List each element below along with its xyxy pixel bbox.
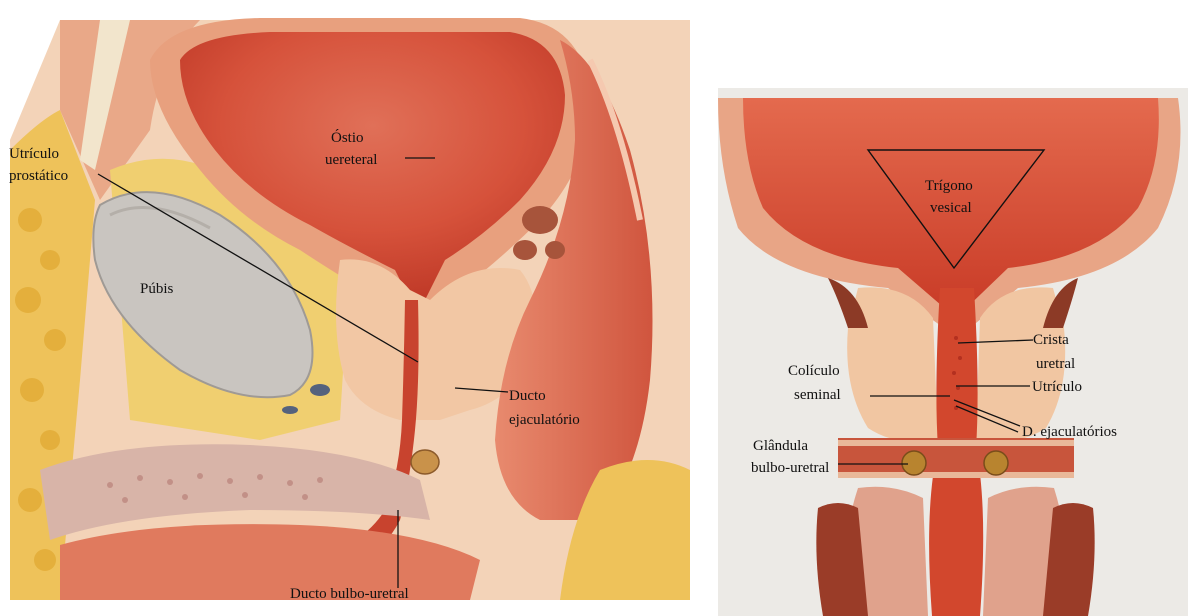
cavernous-spaces xyxy=(107,473,323,503)
bulbourethral-gland xyxy=(410,449,440,475)
sagittal-section-illustration: Óstio uereteral Utrículo prostático Púbi… xyxy=(9,18,690,602)
bulbourethral-gland-left xyxy=(901,450,927,476)
label-ostio-line1: Óstio xyxy=(331,129,364,146)
fascia-strip xyxy=(80,20,130,170)
label-utriculo-prostatico-line2: prostático xyxy=(9,168,68,184)
label-coliculo-line2: seminal xyxy=(794,387,841,403)
fat-tissue-right xyxy=(560,460,690,600)
corpus-cavernosum xyxy=(40,444,430,540)
rectum xyxy=(495,40,653,520)
label-utriculo: Utrículo xyxy=(1032,379,1082,395)
fat-lobules-left xyxy=(15,208,66,571)
label-glandula-line2: bulbo-uretral xyxy=(751,460,829,476)
label-utriculo-prostatico-line1: Utrículo xyxy=(9,146,59,162)
coronal-section-illustration: Trígono vesical Crista uretral Colículo … xyxy=(718,88,1188,616)
label-ducto-ejaculatorio-line1: Ducto xyxy=(509,388,546,404)
crus-right xyxy=(1043,503,1095,616)
corpus-left xyxy=(844,486,928,616)
label-pubis: Púbis xyxy=(140,281,174,297)
prostate xyxy=(336,259,536,420)
leader-lines-right xyxy=(838,339,1034,465)
prostate-left-lobe xyxy=(847,287,938,442)
corpus-spongiosum xyxy=(60,524,480,600)
label-d-ejaculatorios: D. ejaculatórios xyxy=(1022,424,1117,440)
label-ducto-bulbo-uretral: Ducto bulbo-uretral xyxy=(290,586,409,602)
fat-tissue-left xyxy=(10,110,95,600)
bladder-lumen-coronal xyxy=(743,98,1159,318)
label-crista-line2: uretral xyxy=(1036,356,1075,372)
bulbourethral-gland-right xyxy=(983,450,1009,476)
muscle-band-left xyxy=(828,278,868,328)
leader-lines xyxy=(97,157,509,588)
label-ostio-line2: uereteral xyxy=(325,152,377,168)
prostate-right-lobe xyxy=(976,287,1066,442)
label-crista-line1: Crista xyxy=(1033,332,1069,348)
crus-left xyxy=(816,503,868,616)
coronal-section-drawing: Trígono vesical Crista uretral Colículo … xyxy=(718,88,1188,616)
bladder-lumen xyxy=(180,32,565,300)
seminal-vesicles xyxy=(513,206,565,260)
label-trigono-line2: vesical xyxy=(930,200,972,216)
label-ducto-ejaculatorio-line2: ejaculatório xyxy=(509,412,580,428)
corpus-right xyxy=(983,486,1067,616)
label-glandula-line1: Glândula xyxy=(753,438,808,454)
pubic-bone xyxy=(92,191,314,399)
label-trigono-line1: Trígono xyxy=(925,178,973,194)
sagittal-section-drawing: Óstio uereteral Utrículo prostático Púbi… xyxy=(9,18,690,602)
label-coliculo-line1: Colículo xyxy=(788,363,840,379)
muscle-band-right xyxy=(1043,278,1078,328)
trigone-outline xyxy=(866,149,1046,270)
